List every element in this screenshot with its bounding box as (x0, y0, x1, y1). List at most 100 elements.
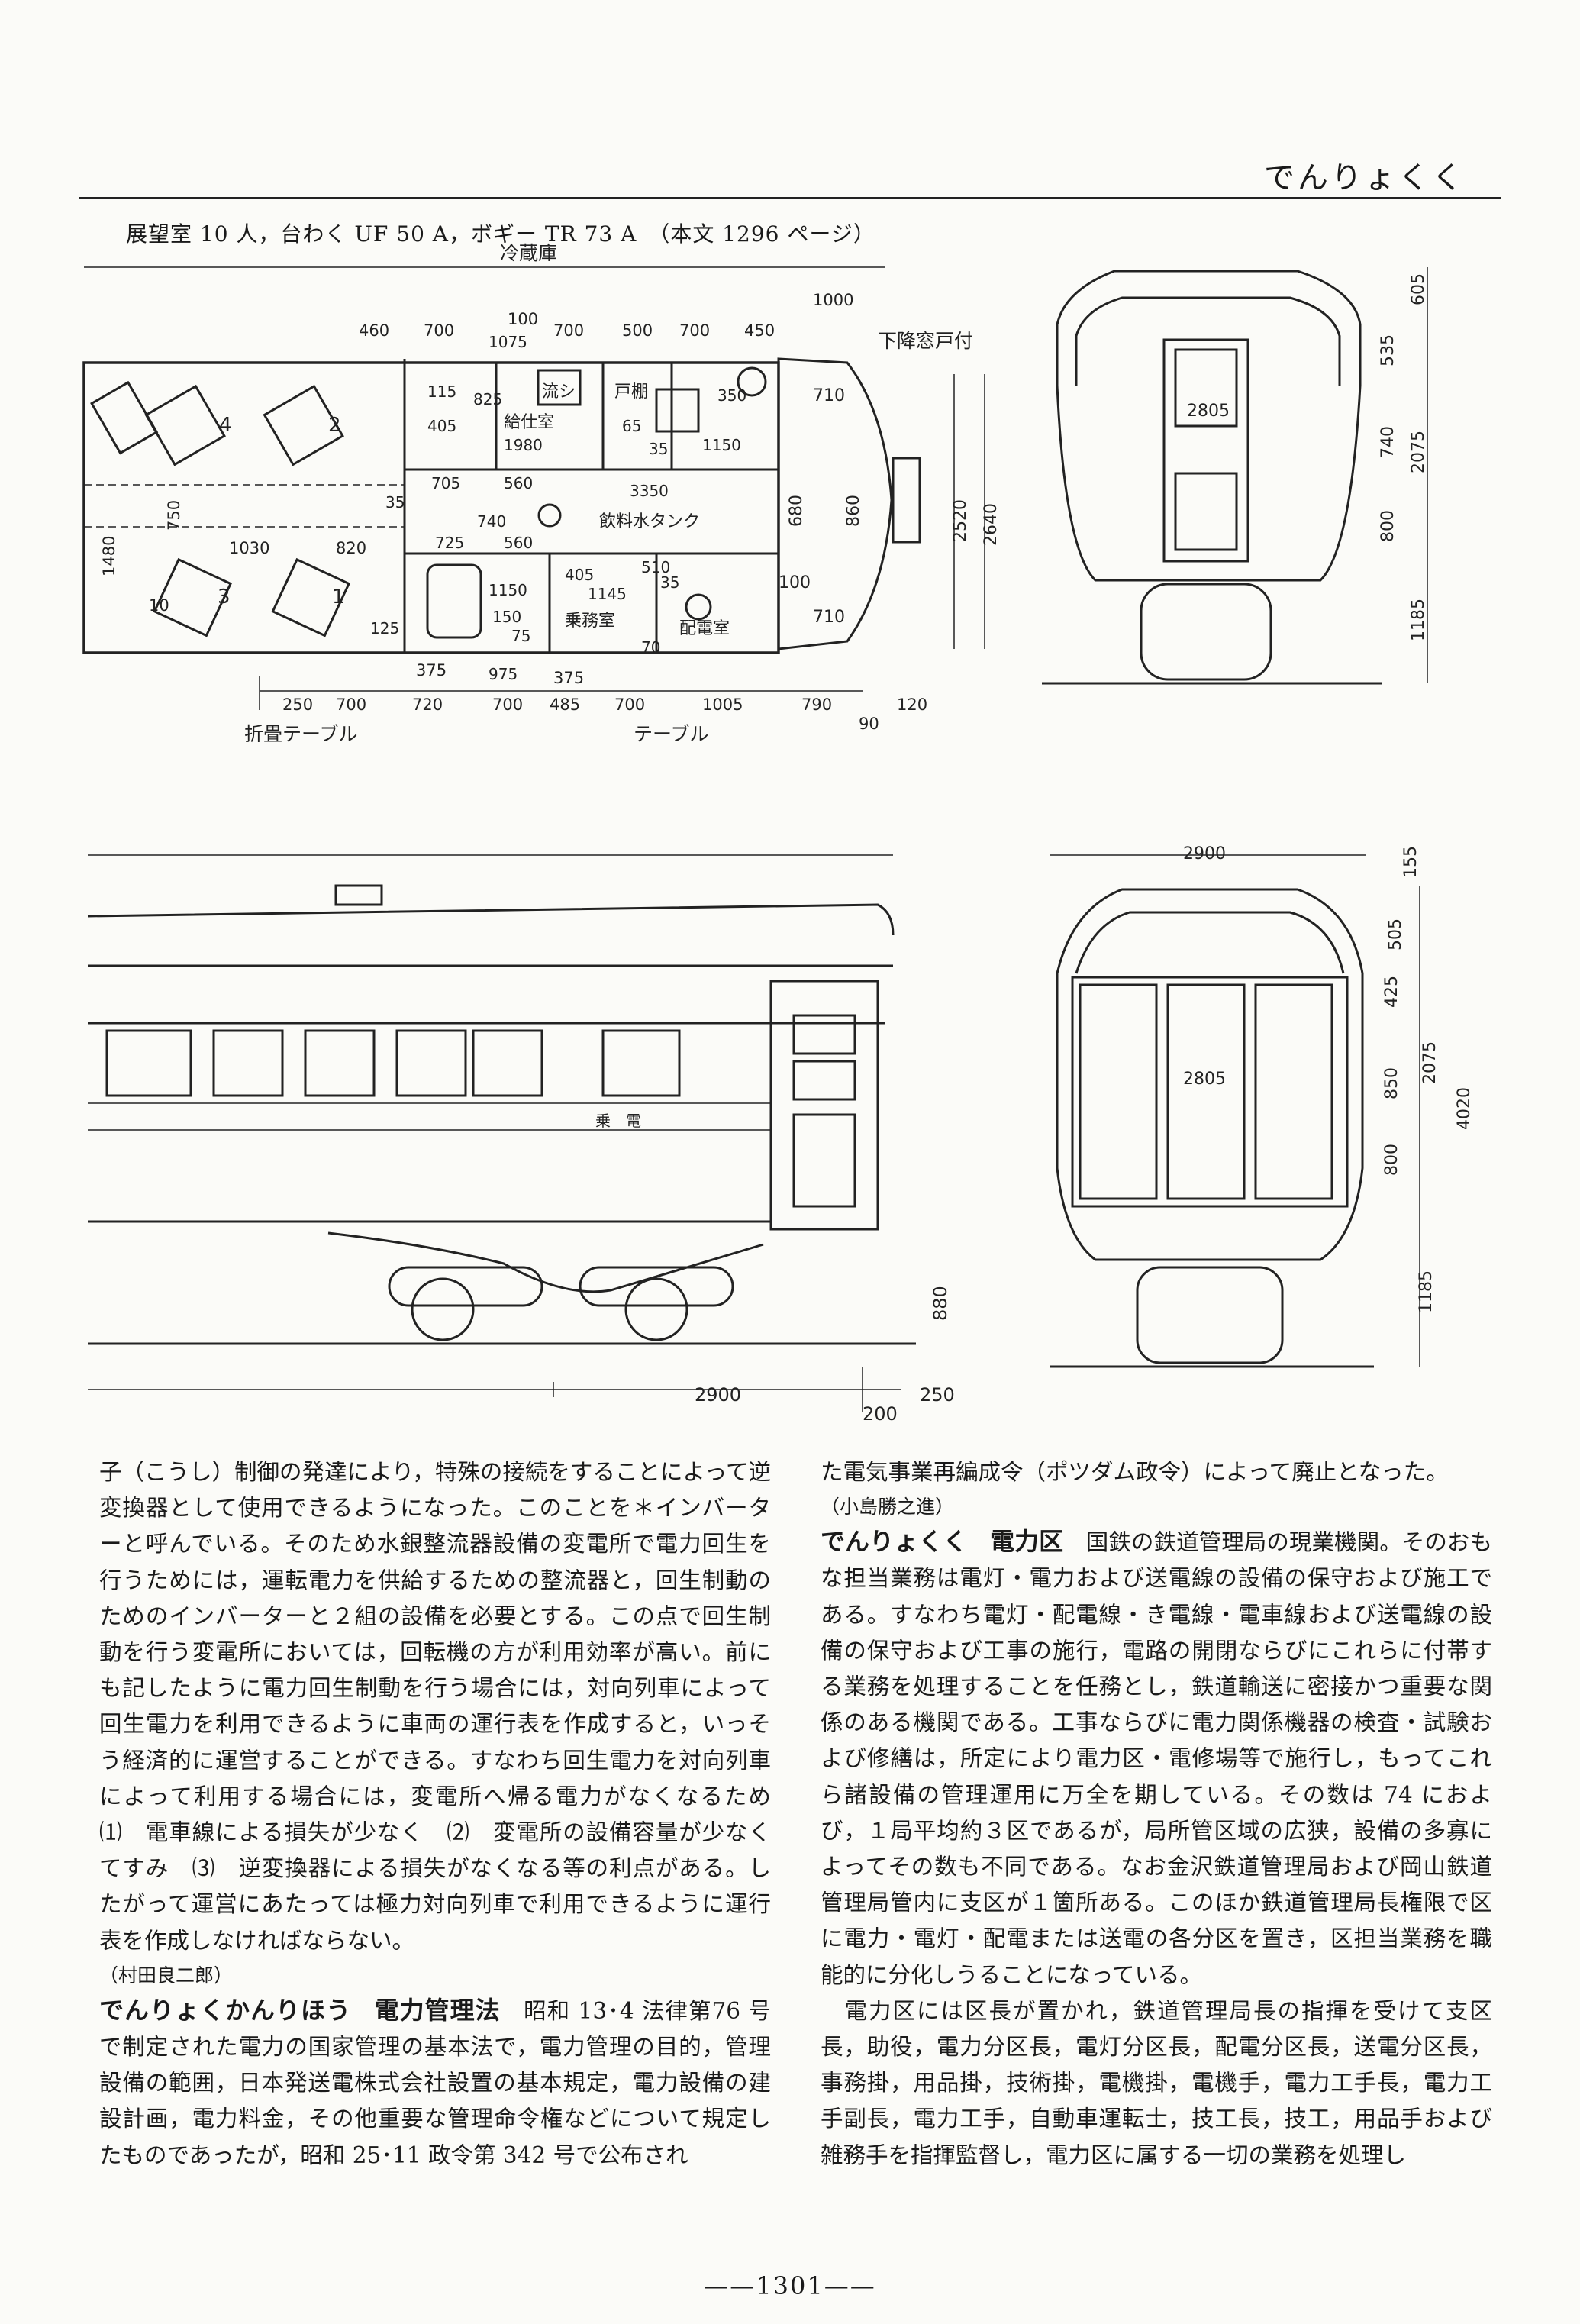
svg-text:425: 425 (1382, 976, 1401, 1008)
svg-text:405: 405 (565, 566, 594, 584)
svg-text:500: 500 (622, 321, 653, 340)
svg-text:705: 705 (431, 474, 460, 492)
entry-term-kana: でんりょくかんりほう (99, 1995, 352, 2025)
svg-text:1000: 1000 (813, 291, 853, 309)
end-view-upper-dims: 605 535 2075 740 800 1185 2805 (1187, 273, 1428, 641)
svg-text:535: 535 (1378, 334, 1398, 366)
svg-text:975: 975 (489, 665, 518, 683)
drawing-labels: 冷蔵庫 下降窓戸付 給仕室 流シ 戸棚 飲料水タンク 乗務室 配電室 折畳テーブ… (100, 242, 1474, 1425)
text-column-left: 子（こうし）制御の発達により，特殊の接続をすることによって逆変換器として使用でき… (99, 1454, 794, 2174)
svg-text:1145: 1145 (588, 585, 627, 603)
svg-text:1: 1 (332, 586, 345, 608)
svg-text:3350: 3350 (630, 482, 669, 500)
svg-text:700: 700 (492, 696, 523, 714)
svg-text:1075: 1075 (489, 333, 527, 351)
svg-text:375: 375 (553, 669, 584, 687)
plan-top-dims: 460 700 100 700 500 700 450 1000 (359, 291, 853, 340)
svg-text:200: 200 (863, 1403, 898, 1425)
plan-inner-dims-b: 405 1145 510 35 1150 150 75 70 975 125 (370, 558, 679, 683)
svg-text:2805: 2805 (1187, 402, 1230, 421)
svg-text:100: 100 (508, 310, 538, 328)
svg-text:250: 250 (282, 696, 313, 714)
svg-text:850: 850 (1382, 1067, 1401, 1099)
svg-text:800: 800 (1382, 1144, 1401, 1176)
svg-text:4020: 4020 (1455, 1087, 1474, 1130)
svg-text:880: 880 (930, 1286, 951, 1321)
svg-text:505: 505 (1386, 918, 1405, 951)
svg-text:560: 560 (504, 534, 533, 552)
end-view-lower-dims: 2900 155 505 425 850 2075 4020 800 1185 … (1183, 844, 1474, 1313)
svg-text:1185: 1185 (1417, 1270, 1436, 1313)
svg-text:2075: 2075 (1420, 1041, 1440, 1084)
svg-text:120: 120 (897, 696, 927, 714)
svg-text:乗 電: 乗 電 (595, 1112, 641, 1130)
svg-text:35: 35 (649, 440, 668, 458)
label-lower-window: 下降窓戸付 (878, 330, 973, 352)
svg-text:860: 860 (844, 495, 863, 527)
running-head: でんりょくく (1264, 160, 1466, 195)
plan-mid-dims: 705 560 3350 35 740 560 725 (385, 474, 669, 552)
svg-text:710: 710 (813, 608, 845, 627)
svg-text:700: 700 (336, 696, 366, 714)
svg-text:250: 250 (920, 1384, 955, 1406)
label-pantry: 給仕室 (504, 413, 554, 432)
header-rule (79, 197, 1501, 199)
svg-text:1150: 1150 (702, 436, 741, 454)
svg-text:150: 150 (492, 608, 521, 626)
figure-caption: 展望室 10 人，台わく UF 50 A，ボギー TR 73 A （本文 129… (126, 221, 875, 247)
plan-inner-dims-a: 115 825 405 1980 35 1150 350 1075 65 (427, 333, 746, 458)
label-cupboard: 戸棚 (614, 382, 648, 402)
svg-text:90: 90 (859, 715, 879, 733)
svg-text:710: 710 (813, 386, 845, 405)
seat-numbers: 4 2 3 1 (218, 414, 345, 608)
svg-text:405: 405 (427, 417, 456, 435)
svg-text:70: 70 (641, 638, 660, 657)
svg-text:375: 375 (416, 661, 447, 679)
svg-text:1480: 1480 (100, 536, 118, 576)
end-view-lower (1050, 854, 1420, 1368)
svg-text:4: 4 (219, 414, 232, 437)
page-number-value: 1301 (756, 2271, 824, 2300)
svg-text:460: 460 (359, 321, 389, 340)
svg-text:485: 485 (550, 696, 580, 714)
svg-text:125: 125 (370, 619, 399, 637)
svg-text:825: 825 (473, 390, 502, 408)
svg-text:725: 725 (435, 534, 464, 552)
entry-denryoku-kanriho: でんりょくかんりほう 電力管理法 昭和 13･4 法律第76 号で制定された電力… (99, 1993, 771, 2174)
svg-text:450: 450 (744, 321, 775, 340)
svg-text:2805: 2805 (1183, 1070, 1226, 1089)
svg-text:1980: 1980 (504, 436, 543, 454)
svg-text:800: 800 (1378, 510, 1398, 542)
svg-text:820: 820 (336, 539, 366, 557)
label-water-tank: 飲料水タンク (599, 512, 700, 531)
plan-left-dims: 1480 750 1030 820 10 (100, 500, 366, 615)
svg-text:2640: 2640 (982, 503, 1001, 546)
side-view-dims: 2900 250 200 880 乗 電 (595, 1112, 955, 1425)
paragraph: 電力区には区長が置かれ，鉄道管理局長の指揮を受けて支区長，助役，電力分区長，電灯… (821, 1993, 1492, 2174)
svg-text:740: 740 (477, 512, 506, 531)
paragraph: 子（こうし）制御の発達により，特殊の接続をすることによって逆変換器として使用でき… (99, 1459, 794, 1954)
svg-text:100: 100 (779, 573, 811, 592)
entry-body: 国鉄の鉄道管理局の現業機関。そのおもな担当業務は電灯・電力および送電線の設備の保… (821, 1529, 1492, 1988)
svg-text:1030: 1030 (229, 539, 269, 557)
svg-text:510: 510 (641, 558, 670, 576)
svg-text:1150: 1150 (489, 581, 527, 599)
svg-text:560: 560 (504, 474, 533, 492)
plan-bottom-dims: 250 700 720 700 485 700 1005 790 120 90 … (282, 661, 927, 733)
paragraph-text: 電力区には区長が置かれ，鉄道管理局長の指揮を受けて支区長，助役，電力分区長，電灯… (821, 1997, 1492, 2168)
entry-term-kanji: 電力区 (990, 1527, 1064, 1557)
floor-plan (82, 266, 985, 710)
svg-text:35: 35 (660, 573, 679, 592)
svg-text:155: 155 (1401, 846, 1420, 878)
page-number: ——1301—— (704, 2271, 876, 2300)
svg-text:2900: 2900 (695, 1384, 741, 1406)
svg-text:720: 720 (412, 696, 443, 714)
svg-text:3: 3 (218, 586, 231, 608)
railcar-drawing: 冷蔵庫 下降窓戸付 給仕室 流シ 戸棚 飲料水タンク 乗務室 配電室 折畳テーブ… (82, 242, 1474, 1425)
svg-text:115: 115 (427, 382, 456, 401)
svg-text:790: 790 (801, 696, 832, 714)
entry-body: 昭和 13･4 法律第76 号で制定された電力の国家管理の基本法で，電力管理の目… (99, 1997, 771, 2168)
author-signature: （村田良二郎） (99, 1964, 234, 1987)
svg-text:2: 2 (328, 414, 341, 437)
end-view-upper (1042, 267, 1428, 685)
